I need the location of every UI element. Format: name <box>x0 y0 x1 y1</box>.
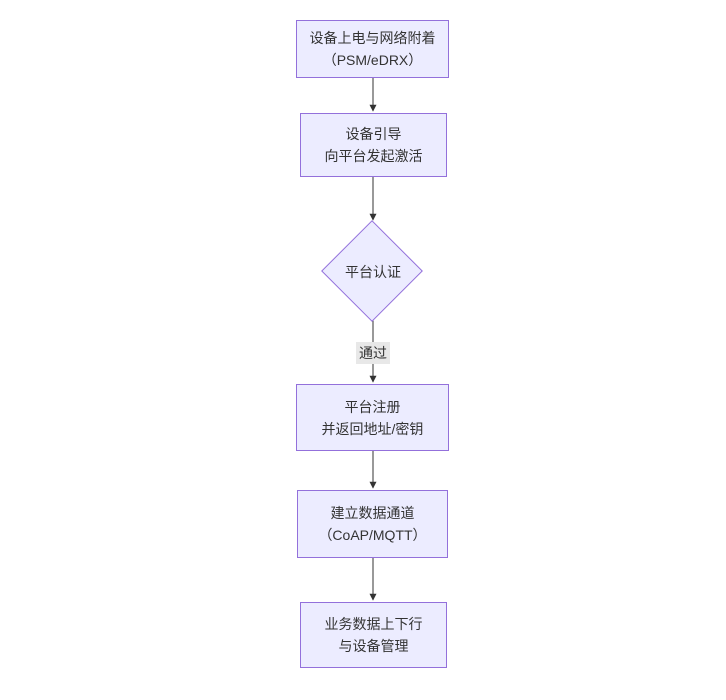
node-text-line: 平台认证 <box>345 264 401 280</box>
node-text-line: 平台注册 <box>344 398 401 415</box>
node-text-line: （CoAP/MQTT） <box>318 527 427 543</box>
flow-node-platform-auth: 平台认证 <box>321 220 425 324</box>
node-text-line: 设备引导 <box>345 126 402 142</box>
node-text-line: 业务数据上下行 <box>324 616 423 632</box>
flow-node-data-channel: 建立数据通道 （CoAP/MQTT） <box>297 490 448 558</box>
edge-label-pass: 通过 <box>356 342 390 364</box>
node-text-line: 并返回地址/密钥 <box>321 420 424 437</box>
node-text-line: 向平台发起激活 <box>324 148 423 164</box>
flow-node-business-data: 业务数据上下行 与设备管理 <box>300 602 447 668</box>
flow-node-bootstrap: 设备引导 向平台发起激活 <box>300 113 447 177</box>
flow-node-register: 平台注册 并返回地址/密钥 <box>296 384 449 451</box>
node-text-line: （PSM/eDRX） <box>322 52 423 68</box>
flow-node-power-attach: 设备上电与网络附着 （PSM/eDRX） <box>296 20 449 78</box>
node-text-line: 与设备管理 <box>338 638 409 654</box>
node-text-line: 建立数据通道 <box>330 505 415 521</box>
node-text-line: 设备上电与网络附着 <box>309 30 436 46</box>
